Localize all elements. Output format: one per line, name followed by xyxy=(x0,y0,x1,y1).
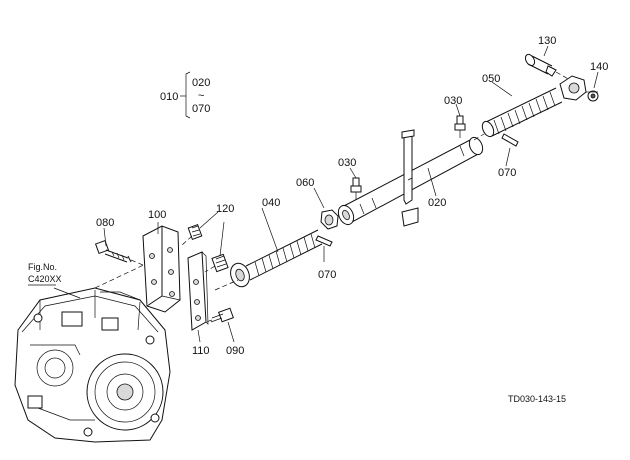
part-030-grease-fitting-lower xyxy=(350,177,362,200)
range-group: 010 020 ~ 070 xyxy=(160,71,210,119)
label-040: 040 xyxy=(262,197,280,209)
label-140: 140 xyxy=(590,61,608,73)
part-050-turnbuckle-end xyxy=(473,75,587,141)
label-060: 060 xyxy=(296,177,314,189)
part-080-bolt xyxy=(94,239,151,269)
label-090: 090 xyxy=(226,345,244,357)
label-070-center: 070 xyxy=(318,269,336,281)
label-030-lower: 030 xyxy=(338,157,356,169)
label-080: 080 xyxy=(96,217,114,229)
label-030-upper: 030 xyxy=(444,95,462,107)
range-to-label: 070 xyxy=(192,103,210,115)
part-110-plate xyxy=(187,251,209,331)
part-070-pin-right xyxy=(501,133,519,147)
part-020-tube xyxy=(337,129,484,227)
label-130: 130 xyxy=(538,35,556,47)
transmission-housing xyxy=(14,261,171,443)
part-140-pin xyxy=(586,90,599,102)
drawing-code: TD030-143-15 xyxy=(508,394,566,404)
label-020: 020 xyxy=(428,197,446,209)
part-130-clevis-pin xyxy=(524,53,571,81)
part-030-grease-fitting-upper xyxy=(454,115,466,138)
leader-lines xyxy=(53,45,599,343)
label-120: 120 xyxy=(216,203,234,215)
label-070-right: 070 xyxy=(498,167,516,179)
part-100-bracket xyxy=(142,225,181,313)
part-120-bolts xyxy=(181,224,229,273)
figure-ref-line1: Fig.No. xyxy=(28,262,57,272)
label-050: 050 xyxy=(482,73,500,85)
figure-reference: Fig.No. C420XX xyxy=(28,262,62,286)
part-070-pin-center xyxy=(315,235,333,247)
label-110: 110 xyxy=(192,345,210,357)
part-090-bolt xyxy=(205,307,234,323)
part-060-nut xyxy=(320,209,339,230)
part-040-threaded-rod xyxy=(214,229,323,291)
range-main-label: 010 xyxy=(160,91,178,103)
part-labels: 130 140 050 030 070 030 060 020 040 070 … xyxy=(96,35,608,357)
range-tilde-label: ~ xyxy=(198,90,204,102)
range-from-label: 020 xyxy=(192,77,210,89)
label-100: 100 xyxy=(148,209,166,221)
figure-ref-line2: C420XX xyxy=(28,274,62,284)
